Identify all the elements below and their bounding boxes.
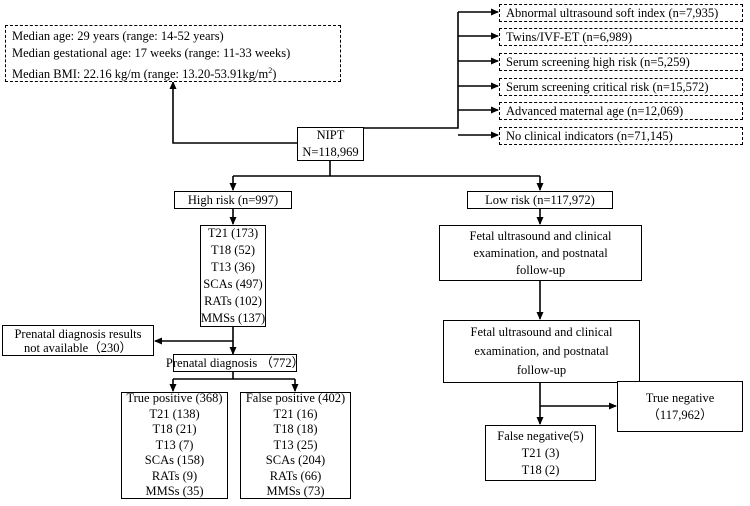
median-gestational-age-text: Median gestational age: 17 weeks (range:…: [12, 46, 291, 60]
indication-serum-critical-risk: Serum screening critical risk (n=15,572): [499, 78, 743, 96]
false-positive-t13: T13 (25): [273, 437, 318, 452]
high-risk-t21: T21 (173): [207, 226, 259, 240]
indication-label: No clinical indicators (n=71,145): [506, 129, 673, 143]
indication-label: Twins/IVF-ET (n=6,989): [506, 30, 633, 44]
prenatal-diagnosis-label: Prenatal diagnosis （772）: [165, 355, 305, 370]
followup-1-line2: examination, and postnatal: [473, 245, 608, 260]
true-negative-box: True negative （117,962）: [617, 381, 743, 432]
indication-no-clinical: No clinical indicators (n=71,145): [499, 127, 743, 145]
indication-abnormal-ultrasound: Abnormal ultrasound soft index (n=7,935): [499, 4, 743, 22]
high-risk-t13: T13 (36): [210, 260, 256, 274]
followup-1-line3: follow-up: [515, 262, 566, 277]
indication-label: Serum screening critical risk (n=15,572): [506, 80, 709, 94]
false-negative-t21: T21 (3): [521, 445, 560, 460]
high-risk-label: High risk (n=997): [187, 192, 279, 207]
false-negative-box: False negative(5) T21 (3) T18 (2): [485, 425, 596, 481]
followup-2-line3: follow-up: [516, 363, 567, 377]
followup-2-line2: examination, and postnatal: [474, 344, 609, 358]
true-positive-rats: RATs (9): [151, 468, 198, 483]
bmi-close: ): [272, 67, 277, 82]
false-positive-scas: SCAs (204): [265, 453, 326, 468]
edge-nipt-to-demographics: [169, 81, 297, 144]
nipt-box: NIPT N=118,969: [297, 127, 364, 161]
false-negative-title: False negative(5): [497, 428, 584, 443]
false-positive-rats: RATs (66): [269, 468, 322, 483]
indication-twins-ivf: Twins/IVF-ET (n=6,989): [499, 28, 743, 46]
true-positive-t18: T18 (21): [152, 422, 197, 437]
followup-box-1: Fetal ultrasound and clinical examinatio…: [439, 225, 642, 281]
false-positive-t18: T18 (18): [273, 422, 318, 437]
indication-label: Serum screening high risk (n=5,259): [506, 55, 690, 69]
high-risk-scas: SCAs (497): [203, 277, 263, 291]
median-bmi-text: Median BMI: 22.16 kg/m (range: 13.20-53.…: [12, 62, 334, 83]
followup-box-2: Fetal ultrasound and clinical examinatio…: [443, 320, 640, 383]
low-risk-label: Low risk (n=117,972): [485, 192, 595, 207]
true-positive-title: True positive (368): [126, 391, 223, 406]
false-positive-box: False positive (402) T21 (16) T18 (18) T…: [240, 391, 351, 499]
false-positive-t21: T21 (16): [273, 406, 318, 421]
high-risk-t18: T18 (52): [210, 243, 256, 257]
true-negative-title: True negative: [645, 390, 715, 405]
nipt-title: NIPT: [316, 128, 345, 142]
indication-label: Advanced maternal age (n=12,069): [506, 104, 684, 118]
true-positive-scas: SCAs (158): [144, 453, 205, 468]
demographics-box: Median age: 29 years (range: 14-52 years…: [5, 25, 341, 82]
followup-1-line1: Fetal ultrasound and clinical: [469, 228, 612, 243]
true-positive-box: True positive (368) T21 (138) T18 (21) T…: [121, 391, 228, 499]
nipt-count: N=118,969: [302, 145, 359, 159]
followup-2-line1: Fetal ultrasound and clinical: [470, 325, 613, 339]
false-negative-t18: T18 (2): [521, 462, 560, 477]
low-risk-box: Low risk (n=117,972): [467, 191, 613, 209]
true-negative-count: （117,962）: [647, 407, 713, 422]
indication-serum-high-risk: Serum screening high risk (n=5,259): [499, 53, 743, 71]
true-positive-mmss: MMSs (35): [145, 484, 204, 499]
false-positive-title: False positive (402): [245, 391, 346, 406]
not-available-line1: Prenatal diagnosis results: [14, 326, 142, 341]
high-risk-box: High risk (n=997): [174, 191, 292, 209]
bmi-main: Median BMI: 22.16 kg/m (range: 13.20-53.…: [12, 67, 269, 82]
bmi-superscript: 2: [268, 66, 273, 75]
true-positive-t21: T21 (138): [149, 406, 200, 421]
median-age-text: Median age: 29 years (range: 14-52 years…: [12, 29, 224, 43]
prenatal-diagnosis-box: Prenatal diagnosis （772）: [166, 354, 304, 372]
indication-label: Abnormal ultrasound soft index (n=7,935): [506, 6, 719, 20]
high-risk-rats: RATs (102): [204, 294, 262, 308]
indication-advanced-maternal-age: Advanced maternal age (n=12,069): [499, 102, 743, 120]
high-risk-mmss: MMSs (137): [200, 311, 266, 325]
true-positive-t13: T13 (7): [155, 437, 194, 452]
not-available-line2: not available（230）: [24, 340, 132, 355]
results-not-available-box: Prenatal diagnosis results not available…: [2, 325, 154, 356]
false-positive-mmss: MMSs (73): [266, 484, 325, 499]
high-risk-breakdown-box: T21 (173) T18 (52) T13 (36) SCAs (497) R…: [200, 225, 266, 327]
edge-nipt-to-indications: [364, 12, 459, 129]
